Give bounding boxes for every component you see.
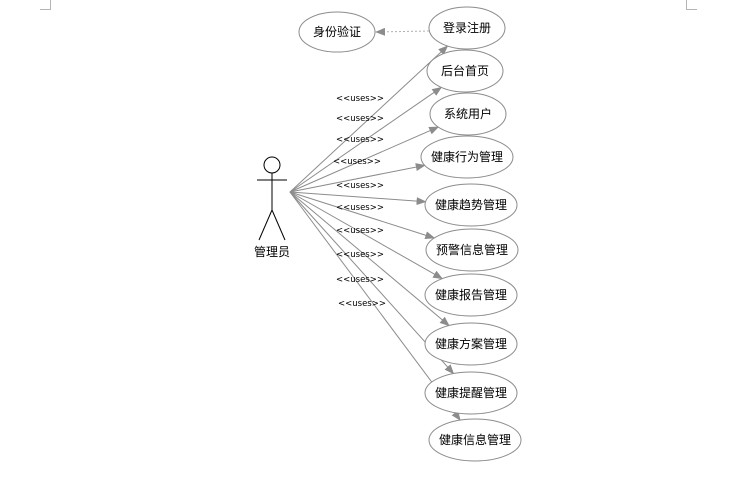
usecase-3[interactable]: 系统用户 (429, 92, 507, 136)
usecase-label: 后台首页 (441, 63, 489, 78)
usecase-ellipse (425, 228, 519, 272)
usecase-label: 健康提醒管理 (435, 385, 507, 400)
actor-head (263, 156, 281, 174)
association-line (289, 191, 436, 240)
usecase-ellipse (426, 49, 504, 93)
usecase-ellipse (424, 322, 518, 366)
usecase-1[interactable]: 登录注册 (428, 6, 506, 50)
page-corner-mark (686, 0, 697, 10)
association-line (289, 45, 449, 193)
actor-label: 管理员 (254, 244, 290, 259)
usecase-8[interactable]: 健康方案管理 (424, 322, 518, 366)
usecase-auth-label: 身份验证 (313, 24, 361, 39)
relation-label: <<uses>> (336, 94, 384, 104)
usecase-6[interactable]: 预警信息管理 (425, 228, 519, 272)
usecase-4[interactable]: 健康行为管理 (420, 135, 514, 179)
usecase-ellipse (429, 92, 507, 136)
usecase-ellipse (428, 418, 522, 462)
association-line (289, 126, 440, 193)
relation-label: <<uses>> (336, 250, 384, 260)
usecase-ellipse (428, 6, 506, 50)
usecase-10[interactable]: 健康信息管理 (428, 418, 522, 462)
association-line (289, 191, 427, 206)
usecase-9[interactable]: 健康提醒管理 (424, 371, 518, 415)
usecase-label: 健康报告管理 (435, 287, 507, 302)
relation-label: <<uses>> (336, 203, 384, 213)
usecase-ellipse (420, 135, 514, 179)
usecase-ellipse (424, 371, 518, 415)
usecase-label: 健康行为管理 (431, 149, 503, 164)
usecase-label: 健康趋势管理 (435, 197, 507, 212)
relation-label: <<uses>> (336, 135, 384, 145)
usecase-label: 登录注册 (443, 20, 491, 35)
association-line (289, 191, 444, 280)
actor-figure (257, 156, 287, 241)
relation-label: <<uses>> (336, 114, 384, 124)
usecase-2[interactable]: 后台首页 (426, 49, 504, 93)
usecases: 登录注册后台首页系统用户健康行为管理健康趋势管理预警信息管理健康报告管理健康方案… (420, 6, 522, 462)
relation-label: <<uses>> (336, 181, 384, 191)
relation-label: <<uses>> (338, 299, 386, 309)
usecase-label: 健康方案管理 (435, 336, 507, 351)
usecase-label: 系统用户 (444, 106, 492, 121)
relation-label: <<uses>> (336, 226, 384, 236)
actor-left-leg (258, 209, 273, 241)
page-corner-mark (40, 0, 51, 10)
relation-label: <<uses>> (333, 157, 381, 167)
usecase-5[interactable]: 健康趋势管理 (424, 183, 518, 227)
usecase-label: 预警信息管理 (436, 242, 508, 257)
usecase-auth[interactable]: 身份验证 (298, 11, 376, 53)
actor-right-leg (271, 209, 286, 241)
usecase-ellipse (424, 183, 518, 227)
include-dashed-line (375, 27, 430, 36)
association-line (289, 191, 450, 327)
usecase-label: 健康信息管理 (439, 432, 511, 447)
association-line (289, 86, 443, 193)
association-line (289, 163, 426, 193)
usecase-7[interactable]: 健康报告管理 (424, 273, 518, 317)
relation-label: <<uses>> (336, 275, 384, 285)
relation-labels: <<uses>> <<uses>> <<uses>> <<uses>> <<uses>>… (333, 94, 386, 309)
usecase-ellipse (424, 273, 518, 317)
